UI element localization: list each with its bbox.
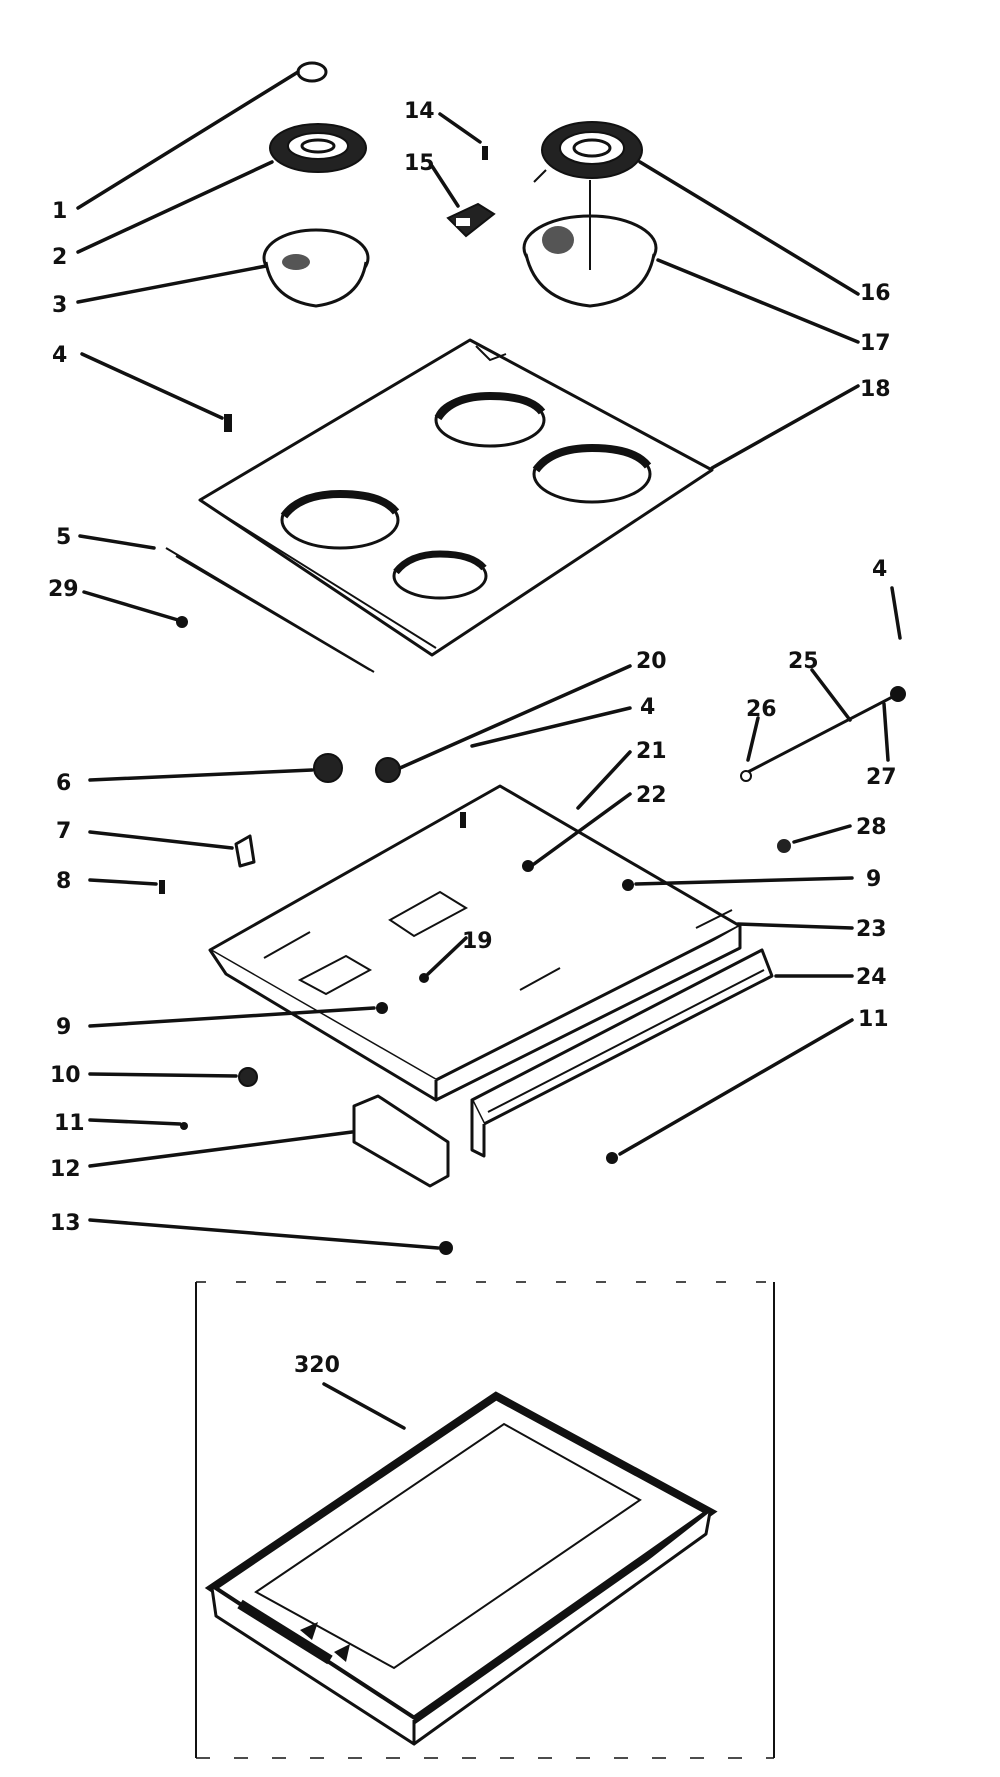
part-13-screw — [439, 1241, 453, 1255]
callout-10: 10 — [50, 1063, 81, 1088]
callout-13: 13 — [50, 1211, 81, 1236]
callout-4c: 4 — [640, 695, 655, 720]
part-17-large-drip-bowl — [522, 180, 658, 308]
part-4-screw-top — [224, 414, 232, 432]
part-29-clip — [176, 616, 188, 628]
callout-11a: 11 — [54, 1111, 85, 1136]
part-3-small-drip-bowl — [262, 228, 370, 308]
part-6-knob — [313, 753, 343, 783]
callout-4b: 4 — [872, 557, 887, 582]
part-24-front-panel — [470, 948, 774, 1158]
callout-1: 1 — [52, 199, 67, 224]
callout-12: 12 — [50, 1157, 81, 1182]
callout-19: 19 — [462, 929, 493, 954]
callout-16: 16 — [860, 281, 891, 306]
part-18-cooktop — [198, 338, 714, 657]
part-11-screw-a — [180, 1122, 188, 1130]
callout-27: 27 — [866, 765, 897, 790]
callout-21: 21 — [636, 739, 667, 764]
part-1-cap — [296, 61, 328, 83]
callout-17: 17 — [860, 331, 891, 356]
callout-2: 2 — [52, 245, 67, 270]
part-28-nut — [777, 839, 791, 853]
callout-labels: 1 2 3 4 5 29 14 15 16 17 18 4 25 26 27 2… — [48, 99, 897, 1378]
part-9-screw-a — [622, 879, 634, 891]
part-15-terminal-block — [446, 202, 496, 238]
callout-7: 7 — [56, 819, 71, 844]
part-9-screw-b — [376, 1002, 388, 1014]
callout-4a: 4 — [52, 343, 67, 368]
callout-28: 28 — [856, 815, 887, 840]
callout-320: 320 — [294, 1353, 340, 1378]
part-25-rod — [740, 686, 906, 782]
part-10-nut — [238, 1067, 258, 1087]
callout-22: 22 — [636, 783, 667, 808]
callout-26: 26 — [746, 697, 777, 722]
part-2-small-element — [269, 123, 367, 173]
callout-6: 6 — [56, 771, 71, 796]
callout-15: 15 — [404, 151, 435, 176]
callout-9b: 9 — [56, 1015, 71, 1040]
part-11-screw-b — [606, 1152, 618, 1164]
callout-23: 23 — [856, 917, 887, 942]
callout-25: 25 — [788, 649, 819, 674]
callout-24: 24 — [856, 965, 887, 990]
callout-11b: 11 — [858, 1007, 889, 1032]
callout-18: 18 — [860, 377, 891, 402]
part-14-screw — [482, 146, 488, 160]
callout-3: 3 — [52, 293, 67, 318]
part-19-screw — [419, 973, 429, 983]
part-22-grommet — [522, 860, 534, 872]
callout-20: 20 — [636, 649, 667, 674]
part-16-large-element — [533, 121, 643, 183]
part-23-bracket — [695, 909, 733, 929]
part-7-switch — [234, 834, 256, 868]
part-12-bracket — [352, 1094, 450, 1188]
callout-9a: 9 — [866, 867, 881, 892]
part-20-knob — [375, 757, 401, 783]
callout-14: 14 — [404, 99, 435, 124]
part-8-screw — [159, 880, 165, 894]
callout-29: 29 — [48, 577, 79, 602]
part-320-panel — [204, 1391, 718, 1746]
part-320-box-outline — [195, 1281, 775, 1759]
callout-8: 8 — [56, 869, 71, 894]
part-5-trim-strip — [165, 547, 375, 673]
part-21-main-top — [208, 784, 742, 1102]
callout-5: 5 — [56, 525, 71, 550]
leader-lines — [76, 70, 902, 1430]
